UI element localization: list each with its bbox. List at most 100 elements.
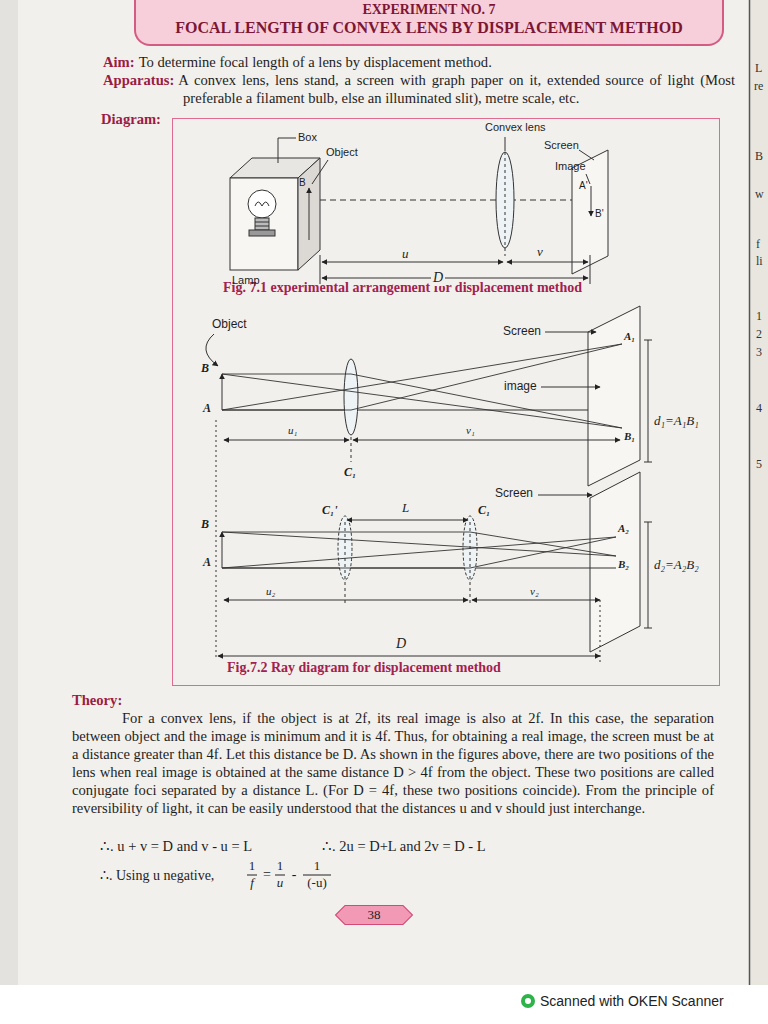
part-label: Box bbox=[298, 131, 317, 144]
point-label: A₁ bbox=[624, 330, 635, 343]
ray-diagram-two-part bbox=[222, 537, 616, 568]
page-ground-part bbox=[0, 0, 18, 985]
ray-diagram-two-part bbox=[644, 522, 652, 523]
margin-fragment: re bbox=[754, 80, 763, 94]
ray-diagram-two-part bbox=[218, 656, 600, 657]
box-and-lamp bbox=[230, 158, 320, 270]
body-text: A convex lens, lens stand, a screen with… bbox=[178, 72, 735, 106]
equation: ∴. 2u = D+L and 2v = D - L bbox=[322, 838, 486, 855]
point-label: A bbox=[203, 402, 211, 416]
setup-figure-part bbox=[312, 160, 328, 184]
ray-diagram-one-part bbox=[353, 440, 620, 441]
margin-fragment: 5 bbox=[756, 458, 762, 472]
part-label: Object bbox=[212, 318, 247, 332]
margin-fragment: 3 bbox=[756, 346, 762, 360]
point-label: B₂ bbox=[618, 558, 629, 571]
ray-diagram-two-part bbox=[470, 522, 471, 604]
point-label: B bbox=[299, 177, 306, 189]
equation: ∴. u + v = D and v - u = L bbox=[100, 838, 252, 855]
scanner-logo bbox=[521, 994, 535, 1008]
margin-fragment: 4 bbox=[756, 402, 762, 416]
setup-figure-part bbox=[590, 255, 591, 284]
ray-diagram-two-part bbox=[538, 495, 592, 496]
part-label: Screen bbox=[495, 487, 533, 501]
margin-fragment: li bbox=[756, 255, 763, 269]
figure-caption: Fig.7.2 Ray diagram for displacement met… bbox=[227, 659, 501, 676]
setup-figure-part bbox=[579, 150, 594, 160]
part-label: Lamp bbox=[232, 274, 260, 287]
point-label: A bbox=[203, 556, 211, 570]
text-block: For a convex lens, if the object is at 2… bbox=[72, 709, 714, 817]
box-and-lamp-part bbox=[255, 218, 269, 230]
ray-diagram-one-part bbox=[224, 440, 349, 441]
lens-position-label: C₁ bbox=[478, 504, 490, 518]
size-label: d₁=A₁B₁ bbox=[654, 414, 699, 429]
figure-frame: Fig. 7.1 experimental arrangement for di… bbox=[172, 118, 720, 686]
ray-diagram-two-part bbox=[648, 522, 649, 628]
box-and-lamp-part bbox=[230, 178, 298, 270]
section-heading: Diagram: bbox=[101, 111, 161, 127]
ray-diagram-one-part bbox=[644, 340, 652, 341]
section-heading: Aim: bbox=[103, 54, 135, 70]
setup-figure-part bbox=[505, 137, 506, 151]
fraction-part: 1 bbox=[274, 859, 286, 874]
setup-figure-part bbox=[322, 262, 503, 263]
text-block: Apparatus:A convex lens, lens stand, a s… bbox=[103, 71, 735, 107]
ray-diagram-one-part bbox=[545, 332, 596, 333]
page-ground-part bbox=[18, 0, 750, 985]
part-label: Object bbox=[326, 146, 358, 159]
ray-diagram-two-part bbox=[600, 600, 601, 662]
point-label: B' bbox=[595, 208, 604, 220]
point-label: B bbox=[201, 518, 209, 532]
fraction-part: 1 bbox=[246, 859, 258, 874]
setup-figure bbox=[278, 137, 608, 284]
section-heading: Apparatus: bbox=[103, 72, 174, 88]
scanner-logo-part bbox=[525, 998, 531, 1004]
body-text: For a convex lens, if the object is at 2… bbox=[72, 710, 714, 816]
setup-figure-part bbox=[320, 200, 606, 201]
scanner-logo-part bbox=[521, 994, 535, 1008]
page-number: 38 bbox=[335, 905, 413, 925]
dimension-label: u₂ bbox=[266, 585, 275, 598]
ray-diagram-two-part bbox=[222, 532, 223, 568]
ray-diagram-two-part bbox=[347, 520, 468, 521]
setup-figure-part bbox=[591, 186, 592, 216]
section-heading: Theory: bbox=[72, 692, 122, 708]
page-ground-part bbox=[750, 0, 768, 985]
box-and-lamp-part bbox=[255, 202, 269, 206]
size-label: d₂=A₂B₂ bbox=[654, 558, 699, 573]
equation: ∴. Using u negative, bbox=[100, 868, 214, 884]
box-and-lamp-part bbox=[249, 230, 275, 236]
box-and-lamp-part bbox=[255, 226, 269, 227]
margin-fragment: L bbox=[755, 62, 762, 76]
ray-diagram-two-part bbox=[472, 600, 600, 601]
ray-diagram-one-part bbox=[222, 374, 622, 428]
ray-diagram-two-part bbox=[590, 472, 640, 652]
lens-position-label: C₁' bbox=[322, 504, 338, 518]
point-label: B₁ bbox=[624, 430, 635, 443]
setup-figure-part bbox=[505, 152, 506, 256]
fraction-part: (-u) bbox=[302, 876, 332, 891]
margin-fragment: 2 bbox=[756, 328, 762, 342]
part-label: image bbox=[504, 380, 537, 394]
ray-diagram-one-part bbox=[222, 374, 223, 410]
title-banner: EXPERIMENT NO. 7FOCAL LENGTH OF CONVEX L… bbox=[134, 0, 724, 46]
fraction-part: f bbox=[246, 876, 258, 891]
dimension-label: u₁ bbox=[288, 424, 297, 437]
dimension-label: u bbox=[402, 247, 409, 262]
ray-diagram-one-part bbox=[222, 374, 622, 428]
text-block: Aim:To determine focal length of a lens … bbox=[103, 53, 733, 71]
ray-diagram-one-part bbox=[588, 306, 640, 486]
part-label: Convex lens bbox=[485, 121, 546, 134]
ray-diagram-one-part bbox=[541, 387, 600, 388]
equation-sign: = bbox=[261, 867, 273, 883]
hexagon-shape bbox=[336, 906, 413, 925]
part-label: Screen bbox=[544, 139, 579, 152]
ray-diagram-one-part bbox=[344, 359, 358, 435]
text-block: Theory: bbox=[72, 691, 126, 709]
ray-diagram-one-part bbox=[351, 437, 352, 462]
dimension-label: L bbox=[400, 501, 411, 516]
ray-diagram-two-part bbox=[644, 628, 652, 629]
